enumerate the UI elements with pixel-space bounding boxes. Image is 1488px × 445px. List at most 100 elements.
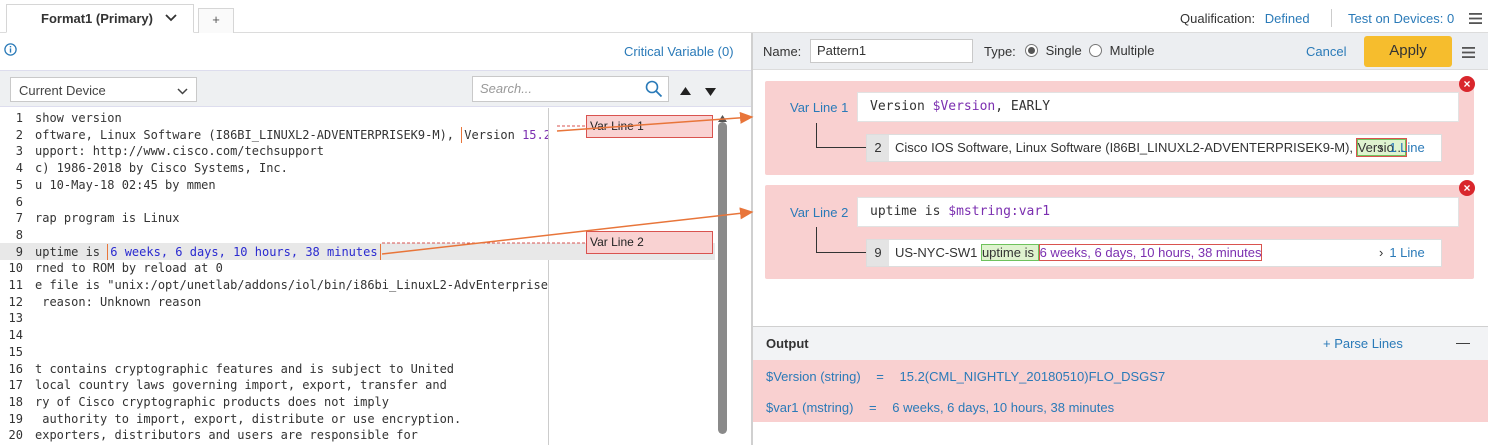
line-number: 17 <box>8 378 23 393</box>
qualification-defined-link[interactable]: Defined <box>1264 11 1310 26</box>
device-select[interactable]: Current Device <box>10 77 197 102</box>
code-line: 6 <box>0 194 548 211</box>
info-icon[interactable] <box>4 43 17 59</box>
line-text: exporters, distributors and users are re… <box>35 428 418 443</box>
output-value: 6 weeks, 6 days, 10 hours, 38 minutes <box>892 400 1115 415</box>
arrow-up-icon[interactable] <box>680 84 691 99</box>
sample-green-match: uptime is <box>980 244 1039 261</box>
delete-icon[interactable]: × <box>1459 180 1475 196</box>
output-header <box>753 326 1488 360</box>
sample-match: Versio... <box>1355 138 1407 157</box>
name-field[interactable]: Pattern1 <box>810 39 973 63</box>
menu-icon[interactable] <box>1462 46 1475 61</box>
scroll-up-icon[interactable] <box>718 110 727 125</box>
line-text: rap program is Linux <box>35 211 180 226</box>
expression-text: , EARLY <box>995 99 1051 114</box>
var-line-2-marker[interactable]: Var Line 2 <box>586 231 713 254</box>
line-text: uptime is <box>35 244 108 259</box>
scrollbar[interactable] <box>718 122 727 434</box>
sample-line-number: 9 <box>867 240 889 266</box>
radio-unselected-icon <box>1089 44 1102 57</box>
line-number: 16 <box>8 361 23 376</box>
expression-input[interactable]: uptime is $mstring:var1 <box>857 197 1459 227</box>
code-line: 12 reason: Unknown reason <box>0 294 548 311</box>
line-text: reason: Unknown reason <box>35 294 202 309</box>
code-line: 8 <box>0 227 548 244</box>
apply-button[interactable]: Apply <box>1364 36 1452 67</box>
parse-lines-button[interactable]: + Parse Lines <box>1323 336 1403 351</box>
expression-variable: $mstring:var1 <box>948 204 1051 219</box>
output-eq: = <box>876 369 884 384</box>
code-line: 14 <box>0 327 548 344</box>
chevron-down-icon[interactable] <box>164 5 177 31</box>
line-text: rned to ROM by reload at 0 <box>35 261 223 276</box>
arrow-down-icon[interactable] <box>705 84 716 99</box>
menu-icon[interactable] <box>1469 12 1482 27</box>
search-icon[interactable] <box>645 80 663 106</box>
top-bar <box>0 0 1488 33</box>
tree-connector <box>816 227 866 253</box>
line-number: 7 <box>15 211 23 226</box>
line-number: 15 <box>8 344 23 359</box>
line-text: c) 1986-2018 by Cisco Systems, Inc. <box>35 161 288 176</box>
line-number: 19 <box>8 411 23 426</box>
search-placeholder: Search... <box>480 81 533 96</box>
line-number: 12 <box>8 294 23 309</box>
line-text: t contains cryptographic features and is… <box>35 361 455 376</box>
cancel-button[interactable]: Cancel <box>1306 44 1347 59</box>
line-count-link[interactable]: ›1 Line <box>1379 245 1425 260</box>
type-multiple-label: Multiple <box>1109 43 1155 58</box>
output-eq: = <box>869 400 877 415</box>
divider <box>1331 9 1332 27</box>
var-line-label: Var Line 2 <box>790 205 849 220</box>
code-line: 3 upport: http://www.cisco.com/techsuppor… <box>0 143 548 160</box>
qualification: Qualification: Defined <box>1180 11 1310 26</box>
line-text: upport: http://www.cisco.com/techsupport <box>35 144 324 159</box>
collapse-icon[interactable]: — <box>1456 334 1470 350</box>
code-line: 19 authority to import, export, distribu… <box>0 411 548 428</box>
critical-variable-link[interactable]: Critical Variable (0) <box>624 44 734 59</box>
line-count-link[interactable]: ›1 Line <box>1379 140 1425 155</box>
expression-variable: $Version <box>932 99 996 114</box>
version-word: Version <box>464 127 523 142</box>
name-label: Name: <box>763 44 802 59</box>
test-on-devices-link[interactable]: Test on Devices: 0 <box>1348 11 1455 26</box>
type-single-radio[interactable]: Single <box>1025 43 1082 58</box>
line-number: 4 <box>15 161 23 176</box>
line-number: 11 <box>8 278 23 292</box>
sample-line-number: 2 <box>867 135 889 161</box>
variable-selection[interactable]: Version 15.2(C <box>461 126 548 144</box>
output-row: $Version (string) = 15.2(CML_NIGHTLY_201… <box>766 369 1165 384</box>
type-multiple-radio[interactable]: Multiple <box>1089 43 1154 58</box>
line-number: 8 <box>15 227 23 242</box>
qualification-label: Qualification: <box>1180 11 1256 26</box>
tab-label: Format1 (Primary) <box>41 11 153 26</box>
code-line: 15 <box>0 344 548 361</box>
add-tab-button[interactable]: + <box>198 8 234 33</box>
delete-icon[interactable]: × <box>1459 76 1475 92</box>
code-line: 13 <box>0 310 548 327</box>
line-number: 2 <box>15 127 23 142</box>
code-line: 7 rap program is Linux <box>0 210 548 227</box>
tab-format1-primary[interactable]: Format1 (Primary) <box>6 4 194 33</box>
variable-selection[interactable]: 6 weeks, 6 days, 10 hours, 38 minutes <box>107 243 381 261</box>
expression-input[interactable]: Version $Version, EARLY <box>857 92 1459 122</box>
code-line: 16 t contains cryptographic features and … <box>0 361 548 378</box>
output-name: $var1 (mstring) <box>766 400 854 415</box>
version-value: 15.2(C <box>522 127 548 142</box>
var-line-1-marker[interactable]: Var Line 1 <box>586 115 713 138</box>
code-view <box>0 108 549 445</box>
code-line: 17 local country laws governing import, e… <box>0 377 548 394</box>
line-number: 3 <box>15 144 23 159</box>
line-text: authority to import, export, distribute … <box>35 411 462 426</box>
line-text: local country laws governing import, exp… <box>35 378 447 393</box>
output-title: Output <box>766 336 809 351</box>
output-body <box>753 360 1488 422</box>
search-input[interactable]: Search... <box>472 76 669 102</box>
